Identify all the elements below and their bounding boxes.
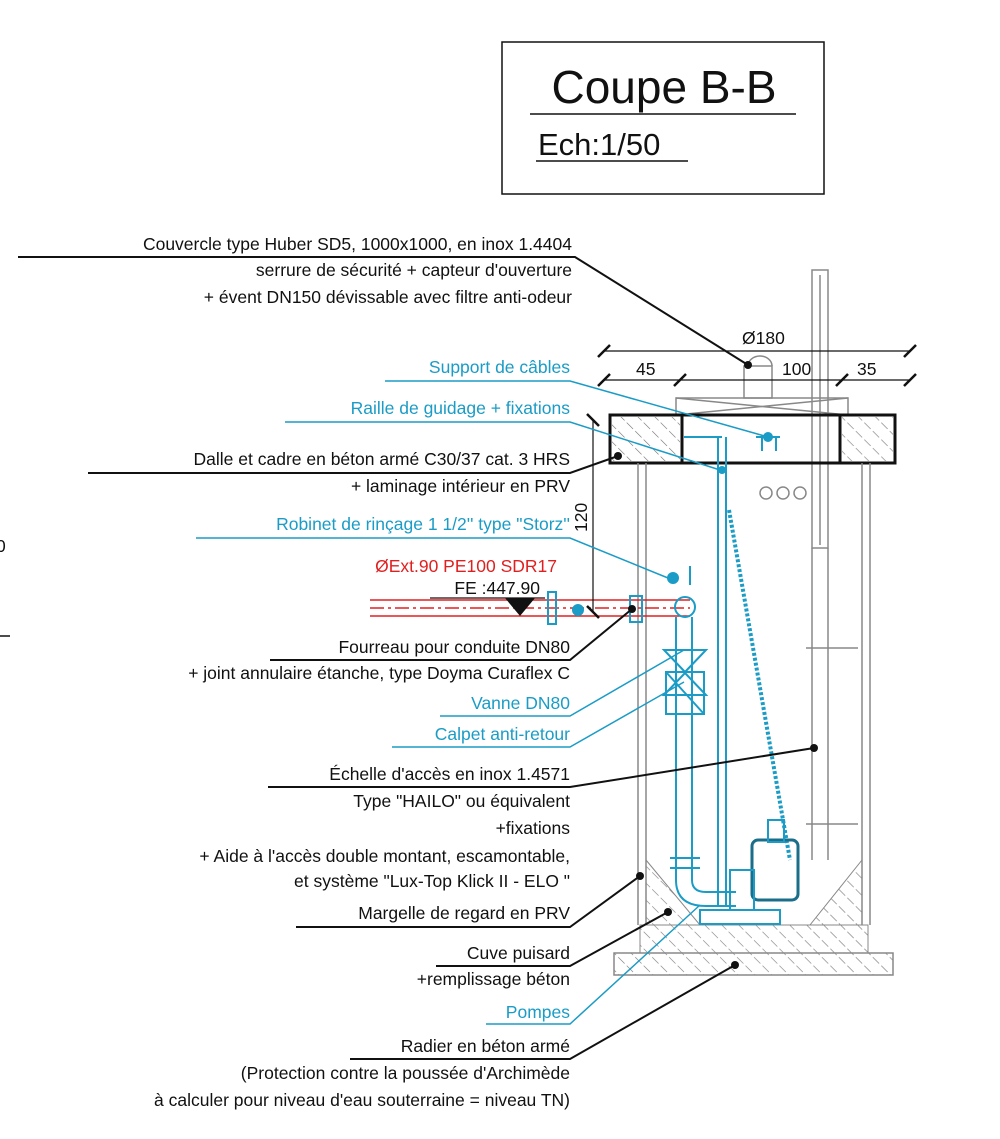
label-robinet: Robinet de rinçage 1 1/2'' type "Storz'' xyxy=(276,514,570,534)
label-dalle-line2: + laminage intérieur en PRV xyxy=(351,476,570,496)
label-pompes: Pompes xyxy=(506,1002,570,1022)
dimension-right: 35 xyxy=(857,359,876,379)
label-fourreau-line2: + joint annulaire étanche, type Doyma Cu… xyxy=(188,663,570,683)
label-raille: Raille de guidage + fixations xyxy=(351,398,571,418)
dimension-center: 100 xyxy=(782,359,811,379)
dimension-left: 45 xyxy=(636,359,655,379)
label-margelle: Margelle de regard en PRV xyxy=(358,903,570,923)
pipe-spec: ØExt.90 PE100 SDR17 xyxy=(375,556,557,576)
label-echelle: Échelle d'accès en inox 1.4571 xyxy=(329,764,570,784)
label-echelle-line3: +fixations xyxy=(496,818,571,838)
equipment xyxy=(370,432,800,925)
dimension-height: 120 xyxy=(571,503,591,532)
label-echelle-line5: et système "Lux-Top Klick II - ELO " xyxy=(294,871,570,891)
title-block: Coupe B-B Ech:1/50 xyxy=(501,41,825,195)
title-text: Coupe B-B xyxy=(551,61,776,113)
label-echelle-line4: + Aide à l'accès double montant, escamon… xyxy=(199,846,570,866)
label-fourreau: Fourreau pour conduite DN80 xyxy=(338,637,570,657)
label-echelle-line2: Type "HAILO" ou équivalent xyxy=(353,791,570,811)
label-couvercle-line3: + évent DN150 dévissable avec filtre ant… xyxy=(204,287,572,307)
label-cuve: Cuve puisard xyxy=(467,943,570,963)
callouts: Couvercle type Huber SD5, 1000x1000, en … xyxy=(18,234,818,1110)
label-radier-line2: (Protection contre la poussée d'Archimèd… xyxy=(241,1063,570,1083)
dimension-overall: Ø180 xyxy=(742,328,785,348)
label-couvercle-line2: serrure de sécurité + capteur d'ouvertur… xyxy=(256,260,572,280)
label-radier-line3: à calculer pour niveau d'eau souterraine… xyxy=(154,1090,570,1110)
label-cuve-line2: +remplissage béton xyxy=(417,969,570,989)
label-couvercle: Couvercle type Huber SD5, 1000x1000, en … xyxy=(143,234,572,254)
label-radier: Radier en béton armé xyxy=(401,1036,570,1056)
pipe-level: FE :447.90 xyxy=(454,578,540,598)
chamber-structure xyxy=(608,269,897,976)
dimension-lines: Ø180 45 100 35 120 xyxy=(571,328,917,619)
scale-text: Ech:1/50 xyxy=(538,127,660,162)
label-dalle: Dalle et cadre en béton armé C30/37 cat.… xyxy=(194,449,570,469)
label-vanne: Vanne DN80 xyxy=(471,693,570,713)
edge-fragment: 0 xyxy=(0,536,6,556)
label-clapet: Calpet anti-retour xyxy=(435,724,570,744)
label-support-cables: Support de câbles xyxy=(429,357,570,377)
